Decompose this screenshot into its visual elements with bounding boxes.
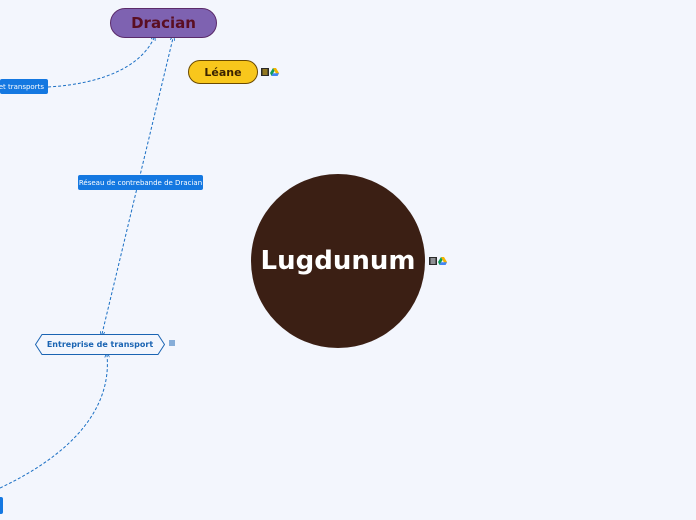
- notes-icon[interactable]: [169, 340, 175, 346]
- notes-icon[interactable]: [429, 257, 437, 265]
- node-dracian[interactable]: Dracian: [110, 8, 217, 38]
- node-leane-label: Léane: [204, 65, 242, 79]
- connector-transports-dracian: [47, 38, 154, 88]
- node-lugdunum[interactable]: Lugdunum: [251, 174, 425, 348]
- notes-icon[interactable]: [261, 68, 269, 76]
- node-entreprise-shape: [35, 334, 165, 355]
- drive-icon[interactable]: [270, 68, 279, 76]
- node-leane[interactable]: Léane: [188, 60, 258, 84]
- drive-icon[interactable]: [438, 257, 447, 265]
- node-entreprise[interactable]: Entreprise de transport: [35, 334, 165, 355]
- link-label-transports-text: et transports: [0, 82, 44, 91]
- link-label-transports[interactable]: et transports: [0, 79, 48, 94]
- node-dracian-label: Dracian: [131, 14, 196, 32]
- link-label-reseau[interactable]: Réseau de contrebande de Dracian: [78, 175, 203, 190]
- link-label-bottom[interactable]: [0, 497, 3, 514]
- node-entreprise-label: Entreprise de transport: [46, 340, 154, 349]
- node-lugdunum-label: Lugdunum: [260, 246, 416, 276]
- connector-bottom-entreprise: [0, 355, 107, 489]
- link-label-reseau-text: Réseau de contrebande de Dracian: [78, 178, 203, 187]
